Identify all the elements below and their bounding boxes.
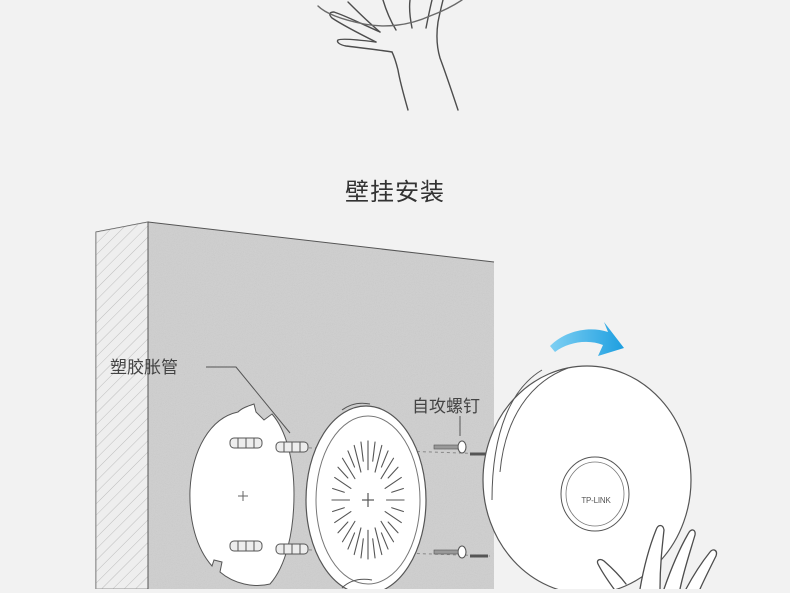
bracket-slot	[374, 527, 383, 556]
bracket-slot	[391, 487, 404, 493]
anchor-top-right	[275, 441, 309, 453]
bracket-slot	[387, 466, 399, 479]
plastic-anchors	[229, 437, 309, 555]
device-brand-logo: TP-LINK	[581, 496, 611, 505]
bracket-slot	[380, 457, 395, 480]
rotate-arrow-icon	[550, 322, 624, 356]
label-self-tapping-screws: 自攻螺钉	[412, 397, 480, 417]
bracket-slot	[387, 521, 399, 534]
mounting-bracket	[305, 402, 427, 593]
top-hand-icon	[317, 0, 463, 111]
bracket-slot	[391, 507, 404, 513]
anchor-top-left	[229, 437, 263, 449]
bracket-slot	[332, 507, 345, 513]
bracket-slot	[372, 538, 376, 559]
bracket-slot	[334, 476, 352, 489]
bracket-slot	[341, 520, 356, 543]
bracket-slot	[380, 520, 395, 543]
anchor-bottom-left	[229, 540, 263, 552]
anchor-bottom-right	[275, 543, 309, 555]
bracket-slot	[332, 487, 345, 493]
bracket-slot	[374, 444, 383, 473]
self-tapping-screws	[433, 440, 488, 559]
bracket-slot	[380, 532, 389, 550]
page-title: 壁挂安装	[345, 178, 445, 206]
bracket-slot	[384, 511, 402, 524]
mounting-template	[189, 403, 295, 586]
screw-top	[433, 440, 467, 454]
bracket-slot	[337, 466, 349, 479]
anchors-leader-line	[206, 366, 291, 434]
access-point-device	[482, 365, 692, 593]
bracket-slot	[360, 441, 364, 462]
bracket-slot	[360, 538, 364, 559]
bracket-slot	[353, 444, 362, 473]
bracket-slot	[347, 532, 356, 550]
bracket-slot	[353, 527, 362, 556]
bracket-slot	[341, 457, 356, 480]
hand-icon	[596, 524, 718, 590]
bracket-slot	[347, 450, 356, 468]
bracket-slot	[380, 450, 389, 468]
bracket-slot	[337, 521, 349, 534]
bracket-slot	[334, 511, 352, 524]
screw-bottom	[433, 545, 467, 559]
label-plastic-anchors: 塑胶胀管	[110, 358, 178, 378]
bracket-slot	[384, 476, 402, 489]
bracket-slot	[372, 441, 376, 462]
